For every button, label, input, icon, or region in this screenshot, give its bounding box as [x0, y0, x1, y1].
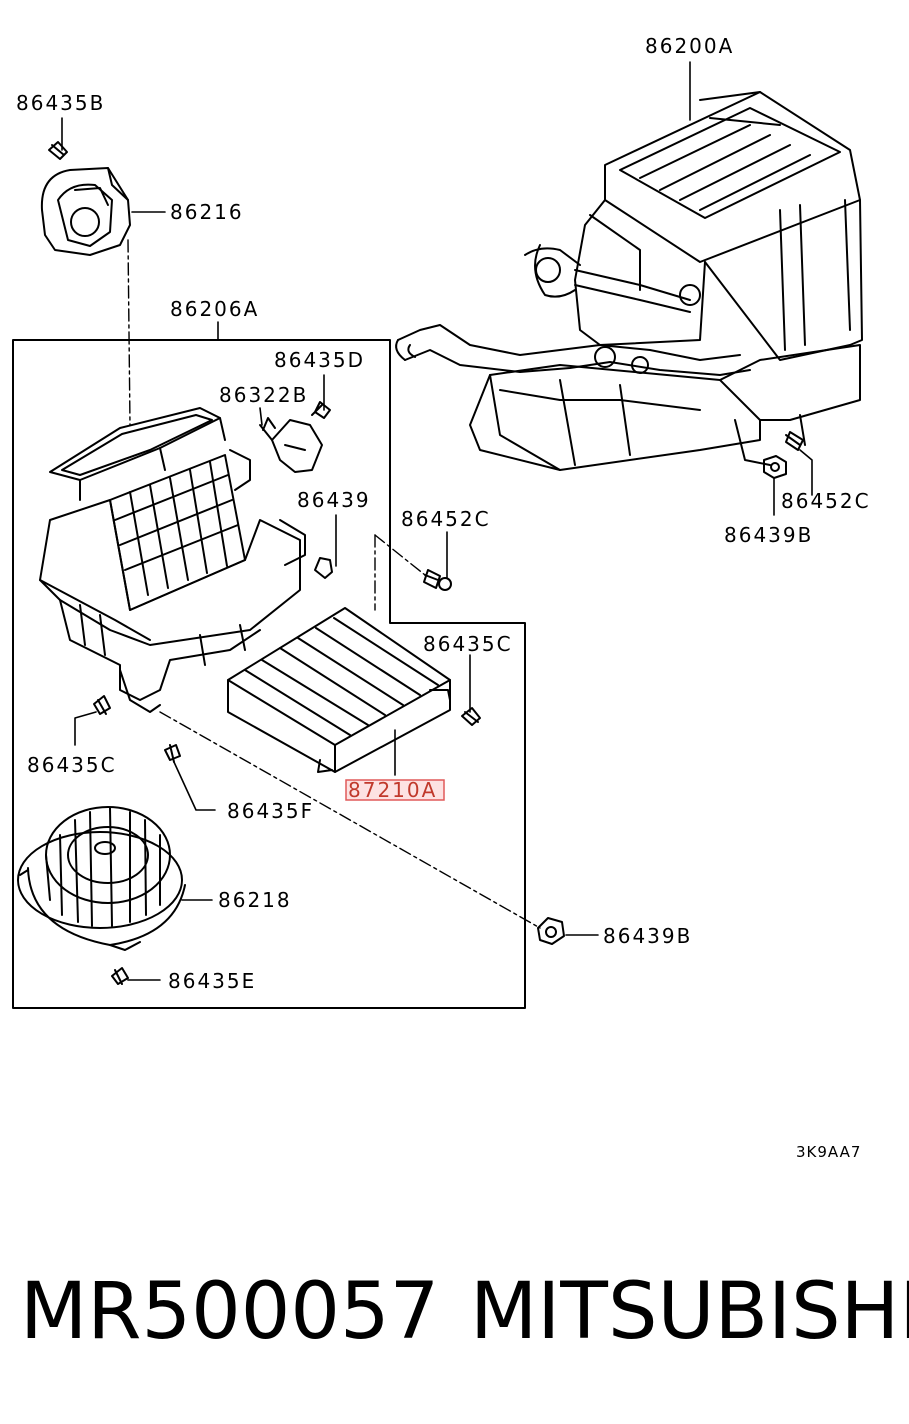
callout-86435C-left: 86435C	[27, 753, 117, 777]
bracket-86216	[40, 167, 131, 256]
callout-86439: 86439	[297, 488, 371, 512]
cabin-filter-87210A	[227, 607, 451, 773]
callout-86439B-bottom: 86439B	[603, 924, 692, 948]
nut-86439B-bottom	[537, 917, 565, 945]
footer: MR500057 MITSUBISHI	[0, 1262, 909, 1362]
callout-labels: 86200A 86435B 86216 86206A 86435D 86322B…	[16, 34, 871, 1161]
assembly-box-86206A	[12, 339, 526, 1009]
callout-86435E: 86435E	[168, 969, 256, 993]
callout-87210A: 87210A	[348, 778, 437, 802]
dashed-guide-lines	[127, 239, 541, 929]
callout-86206A: 86206A	[170, 297, 259, 321]
screw-86435F	[164, 744, 181, 763]
resistor-86322B	[259, 417, 323, 473]
callout-86435D: 86435D	[274, 348, 365, 372]
blower-motor-86218	[17, 806, 186, 951]
screw-86435C-left	[93, 695, 111, 715]
callout-86435B: 86435B	[16, 91, 105, 115]
bolt-86452C-right	[785, 431, 804, 451]
part-number: MR500057	[20, 1267, 440, 1357]
leader-lines	[61, 61, 813, 981]
callout-86216: 86216	[170, 200, 244, 224]
callout-86200A: 86200A	[645, 34, 734, 58]
screw-86435D	[311, 401, 331, 419]
callout-86435C-right: 86435C	[423, 632, 513, 656]
callout-86439B-top: 86439B	[724, 523, 813, 547]
callout-86322B: 86322B	[219, 383, 308, 407]
screw-86435C-right	[461, 707, 481, 726]
callout-86218: 86218	[218, 888, 292, 912]
highlight-box	[345, 779, 445, 801]
screw-86435E	[111, 967, 129, 985]
callout-86452C-right: 86452C	[781, 489, 871, 513]
clip-86439	[314, 557, 333, 579]
brand-name: MITSUBISHI	[470, 1267, 909, 1357]
callout-86452C-left: 86452C	[401, 507, 491, 531]
screw-86435B	[48, 141, 68, 160]
callout-86435F: 86435F	[227, 799, 314, 823]
diagram-code: 3K9AA7	[796, 1143, 861, 1161]
nut-86439B-top	[763, 455, 787, 479]
bolt-86452C-left	[423, 569, 452, 591]
blower-housing	[39, 407, 306, 713]
heater-unit-assembly	[395, 91, 863, 471]
